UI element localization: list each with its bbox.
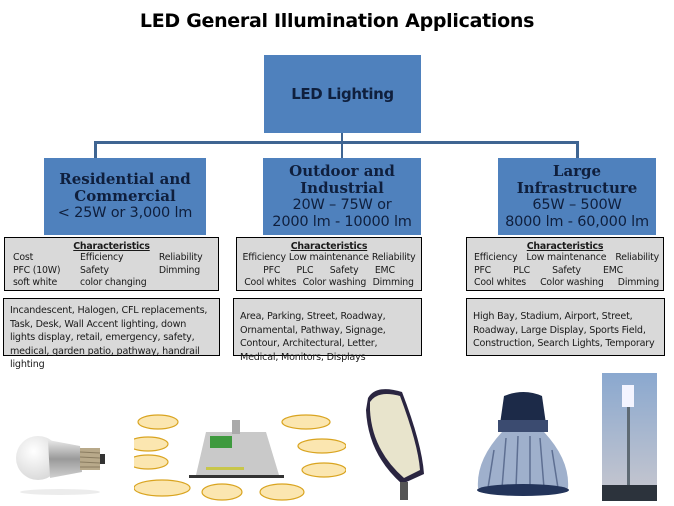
characteristic: Efficiency — [474, 252, 518, 263]
characteristic: Color washing — [540, 277, 604, 288]
characteristics-header: Characteristics — [526, 241, 604, 252]
characteristic: Safety — [329, 264, 359, 276]
characteristics-header: Characteristics — [290, 241, 368, 252]
stadium-light-tower-photo — [602, 373, 657, 501]
characteristics-row: soft white color changing — [5, 277, 218, 290]
applications-residential: Incandescent, Halogen, CFL replacements,… — [3, 298, 220, 370]
characteristic: EMC — [374, 264, 395, 276]
category-name: Outdoor and — [289, 161, 395, 180]
characteristics-row: PFC PLC Safety EMC — [237, 265, 421, 278]
category-outdoor-industrial: Outdoor and Industrial 20W – 75W or 2000… — [263, 158, 421, 235]
connector-mid-drop — [341, 141, 343, 158]
page-title: LED General Illumination Applications — [139, 10, 535, 32]
characteristic: Safety — [80, 264, 109, 276]
characteristic: Cool whites — [474, 277, 526, 288]
connector-right-drop — [576, 141, 579, 158]
characteristics-row: PFC PLC Safety EMC — [467, 265, 663, 278]
characteristic: PFC (10W) — [13, 264, 61, 276]
characteristic: color changing — [80, 277, 147, 288]
connector-horizontal — [94, 141, 579, 144]
category-name: Infrastructure — [516, 178, 638, 197]
connector-trunk — [341, 133, 343, 143]
led-bulb-photo — [16, 436, 105, 495]
led-downlight-diagram — [134, 414, 346, 501]
characteristic: Reliability — [158, 252, 203, 263]
characteristic: Efficiency — [242, 252, 287, 263]
category-spec: 2000 lm - 10000 lm — [272, 213, 412, 230]
characteristics-row: Efficiency Low maintenance Reliability — [237, 252, 421, 265]
characteristics-residential: Characteristics Cost Efficiency Reliabil… — [4, 237, 219, 291]
root-node-led-lighting: LED Lighting — [264, 55, 421, 133]
category-name: Residential and — [59, 170, 191, 188]
characteristics-header: Characteristics — [73, 241, 150, 252]
characteristic — [159, 277, 218, 290]
characteristic: Dimming — [617, 277, 659, 288]
characteristics-row: PFC (10W) Safety Dimming — [5, 265, 218, 278]
characteristic: Low maintenance — [526, 252, 607, 263]
root-node-label: LED Lighting — [291, 85, 394, 103]
characteristics-row: Cool whites Color washing Dimming — [237, 277, 421, 290]
characteristic: Color washing — [302, 277, 367, 288]
characteristics-outdoor: Characteristics Efficiency Low maintenan… — [236, 237, 422, 291]
characteristics-row: Efficiency Low maintenance Reliability — [467, 252, 663, 265]
characteristic: Reliability — [615, 252, 659, 263]
category-large-infrastructure: Large Infrastructure 65W – 500W 8000 lm … — [498, 158, 656, 235]
category-name: Commercial — [74, 187, 176, 205]
characteristic: Low maintenance — [288, 252, 369, 263]
category-spec: 65W – 500W — [532, 196, 622, 213]
characteristic: PFC — [474, 264, 491, 276]
category-spec: 20W – 75W or — [292, 196, 392, 213]
street-light-photo — [366, 389, 424, 500]
characteristic: Efficiency — [80, 252, 124, 263]
characteristics-row: Cost Efficiency Reliability — [5, 252, 218, 265]
characteristic: Dimming — [158, 264, 201, 276]
characteristic: PLC — [513, 264, 530, 276]
characteristic: Cost — [13, 252, 34, 263]
characteristic: soft white — [13, 277, 58, 288]
category-spec: 8000 lm - 60,000 lm — [505, 213, 649, 230]
characteristics-row: Cool whites Color washing Dimming — [467, 277, 663, 290]
characteristics-infrastructure: Characteristics Efficiency Low maintenan… — [466, 237, 664, 291]
category-residential-commercial: Residential and Commercial < 25W or 3,00… — [44, 158, 206, 235]
characteristic: PFC — [263, 264, 281, 276]
characteristic: PLC — [296, 264, 314, 276]
category-name: Large — [552, 161, 602, 180]
characteristic: Cool whites — [244, 277, 297, 288]
characteristic: Dimming — [372, 277, 414, 288]
characteristic: Safety — [552, 264, 581, 276]
characteristic: Reliability — [371, 252, 416, 263]
applications-outdoor: Area, Parking, Street, Roadway, Ornament… — [233, 298, 422, 363]
applications-infrastructure: High Bay, Stadium, Airport, Street, Road… — [466, 298, 665, 356]
category-name: Industrial — [300, 178, 384, 197]
category-spec: < 25W or 3,000 lm — [57, 205, 193, 221]
characteristic: EMC — [603, 264, 623, 276]
connector-left-drop — [94, 141, 97, 158]
high-bay-light-photo — [477, 392, 569, 496]
